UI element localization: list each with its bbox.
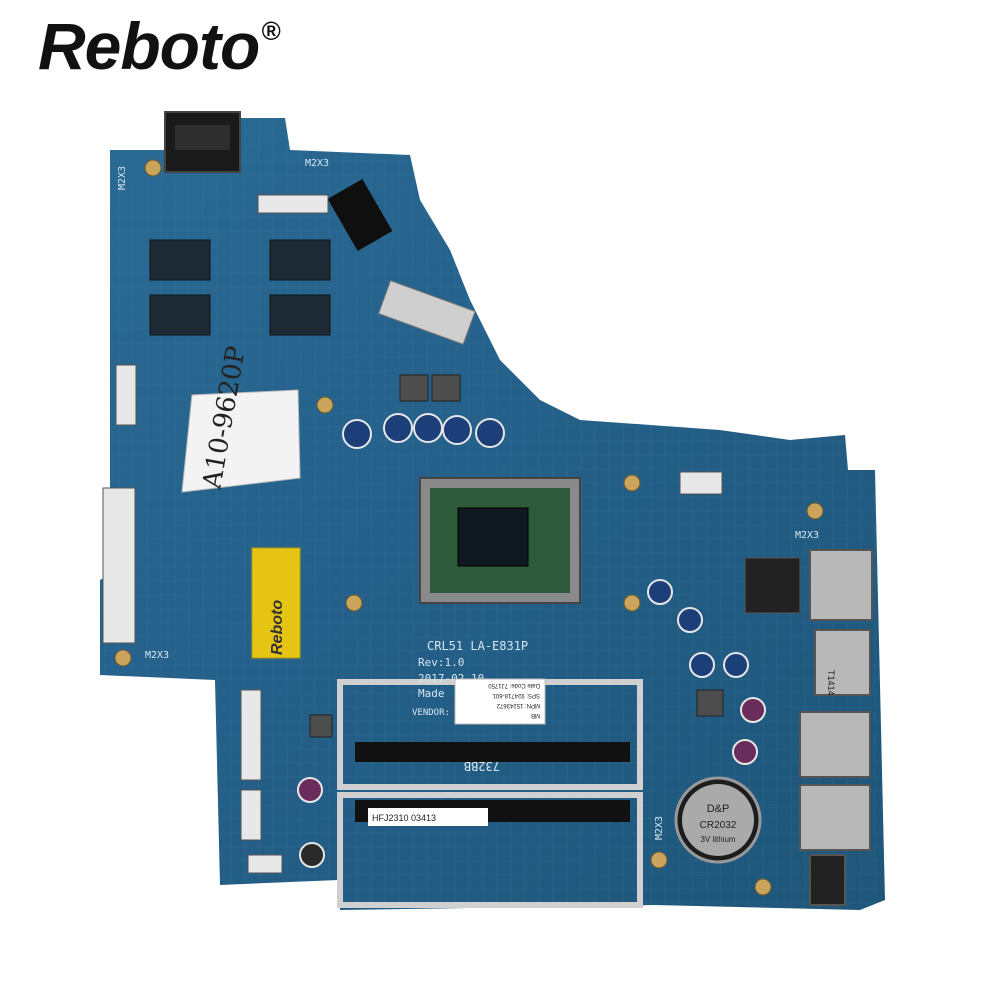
board-revision: Rev:1.0 xyxy=(418,656,464,669)
sticker-line-4: Date Code: 7J1750 xyxy=(488,682,540,688)
sticker-line-1: MB xyxy=(531,712,540,718)
brand-logo: Reboto® xyxy=(38,8,280,84)
side-ports xyxy=(799,549,873,906)
slot-label: 732BB xyxy=(464,759,500,773)
board-vendor: VENDOR: xyxy=(412,708,450,718)
coin-cell-battery: D&P CR2032 3V lithium xyxy=(674,776,762,864)
memory-chips xyxy=(149,239,331,336)
cpu xyxy=(419,477,581,604)
product-sticker: MB MPN: 15243672 SPS: 924718-601 Date Co… xyxy=(454,678,546,725)
tape-label-text: Reboto xyxy=(269,600,286,655)
board-model: CRL51 LA-E831P xyxy=(427,639,528,653)
board-made: Made xyxy=(418,687,445,700)
flex-connectors xyxy=(102,194,723,874)
registered-mark: ® xyxy=(261,16,280,46)
mount-label-top: M2X3 xyxy=(305,158,329,169)
mount-label-bottom: M2X3 xyxy=(654,816,665,840)
connector-code: T1414 xyxy=(826,670,836,696)
yellow-tape-label: Reboto xyxy=(251,547,301,659)
capacitors xyxy=(297,413,766,868)
sticker-line-2: MPN: 15243672 xyxy=(496,702,540,708)
brand-name: Reboto xyxy=(38,9,260,83)
mount-label-right: M2X3 xyxy=(795,530,819,541)
mounting-holes xyxy=(114,159,824,896)
coin-cell-model: CR2032 xyxy=(700,820,737,831)
wlan-slot xyxy=(327,179,476,345)
hdmi-port xyxy=(744,557,801,614)
barcode-label: HFJ2310 03413 xyxy=(368,808,488,826)
inductors xyxy=(309,374,724,738)
mount-label-left: M2X3 xyxy=(117,166,128,190)
mount-label-bottom-left: M2X3 xyxy=(145,650,169,661)
barcode-text: HFJ2310 03413 xyxy=(372,813,436,823)
sticker-line-3: SPS: 924718-601 xyxy=(492,692,540,698)
coin-cell-brand: D&P xyxy=(707,803,730,815)
coin-cell-type: 3V lithium xyxy=(700,835,735,844)
